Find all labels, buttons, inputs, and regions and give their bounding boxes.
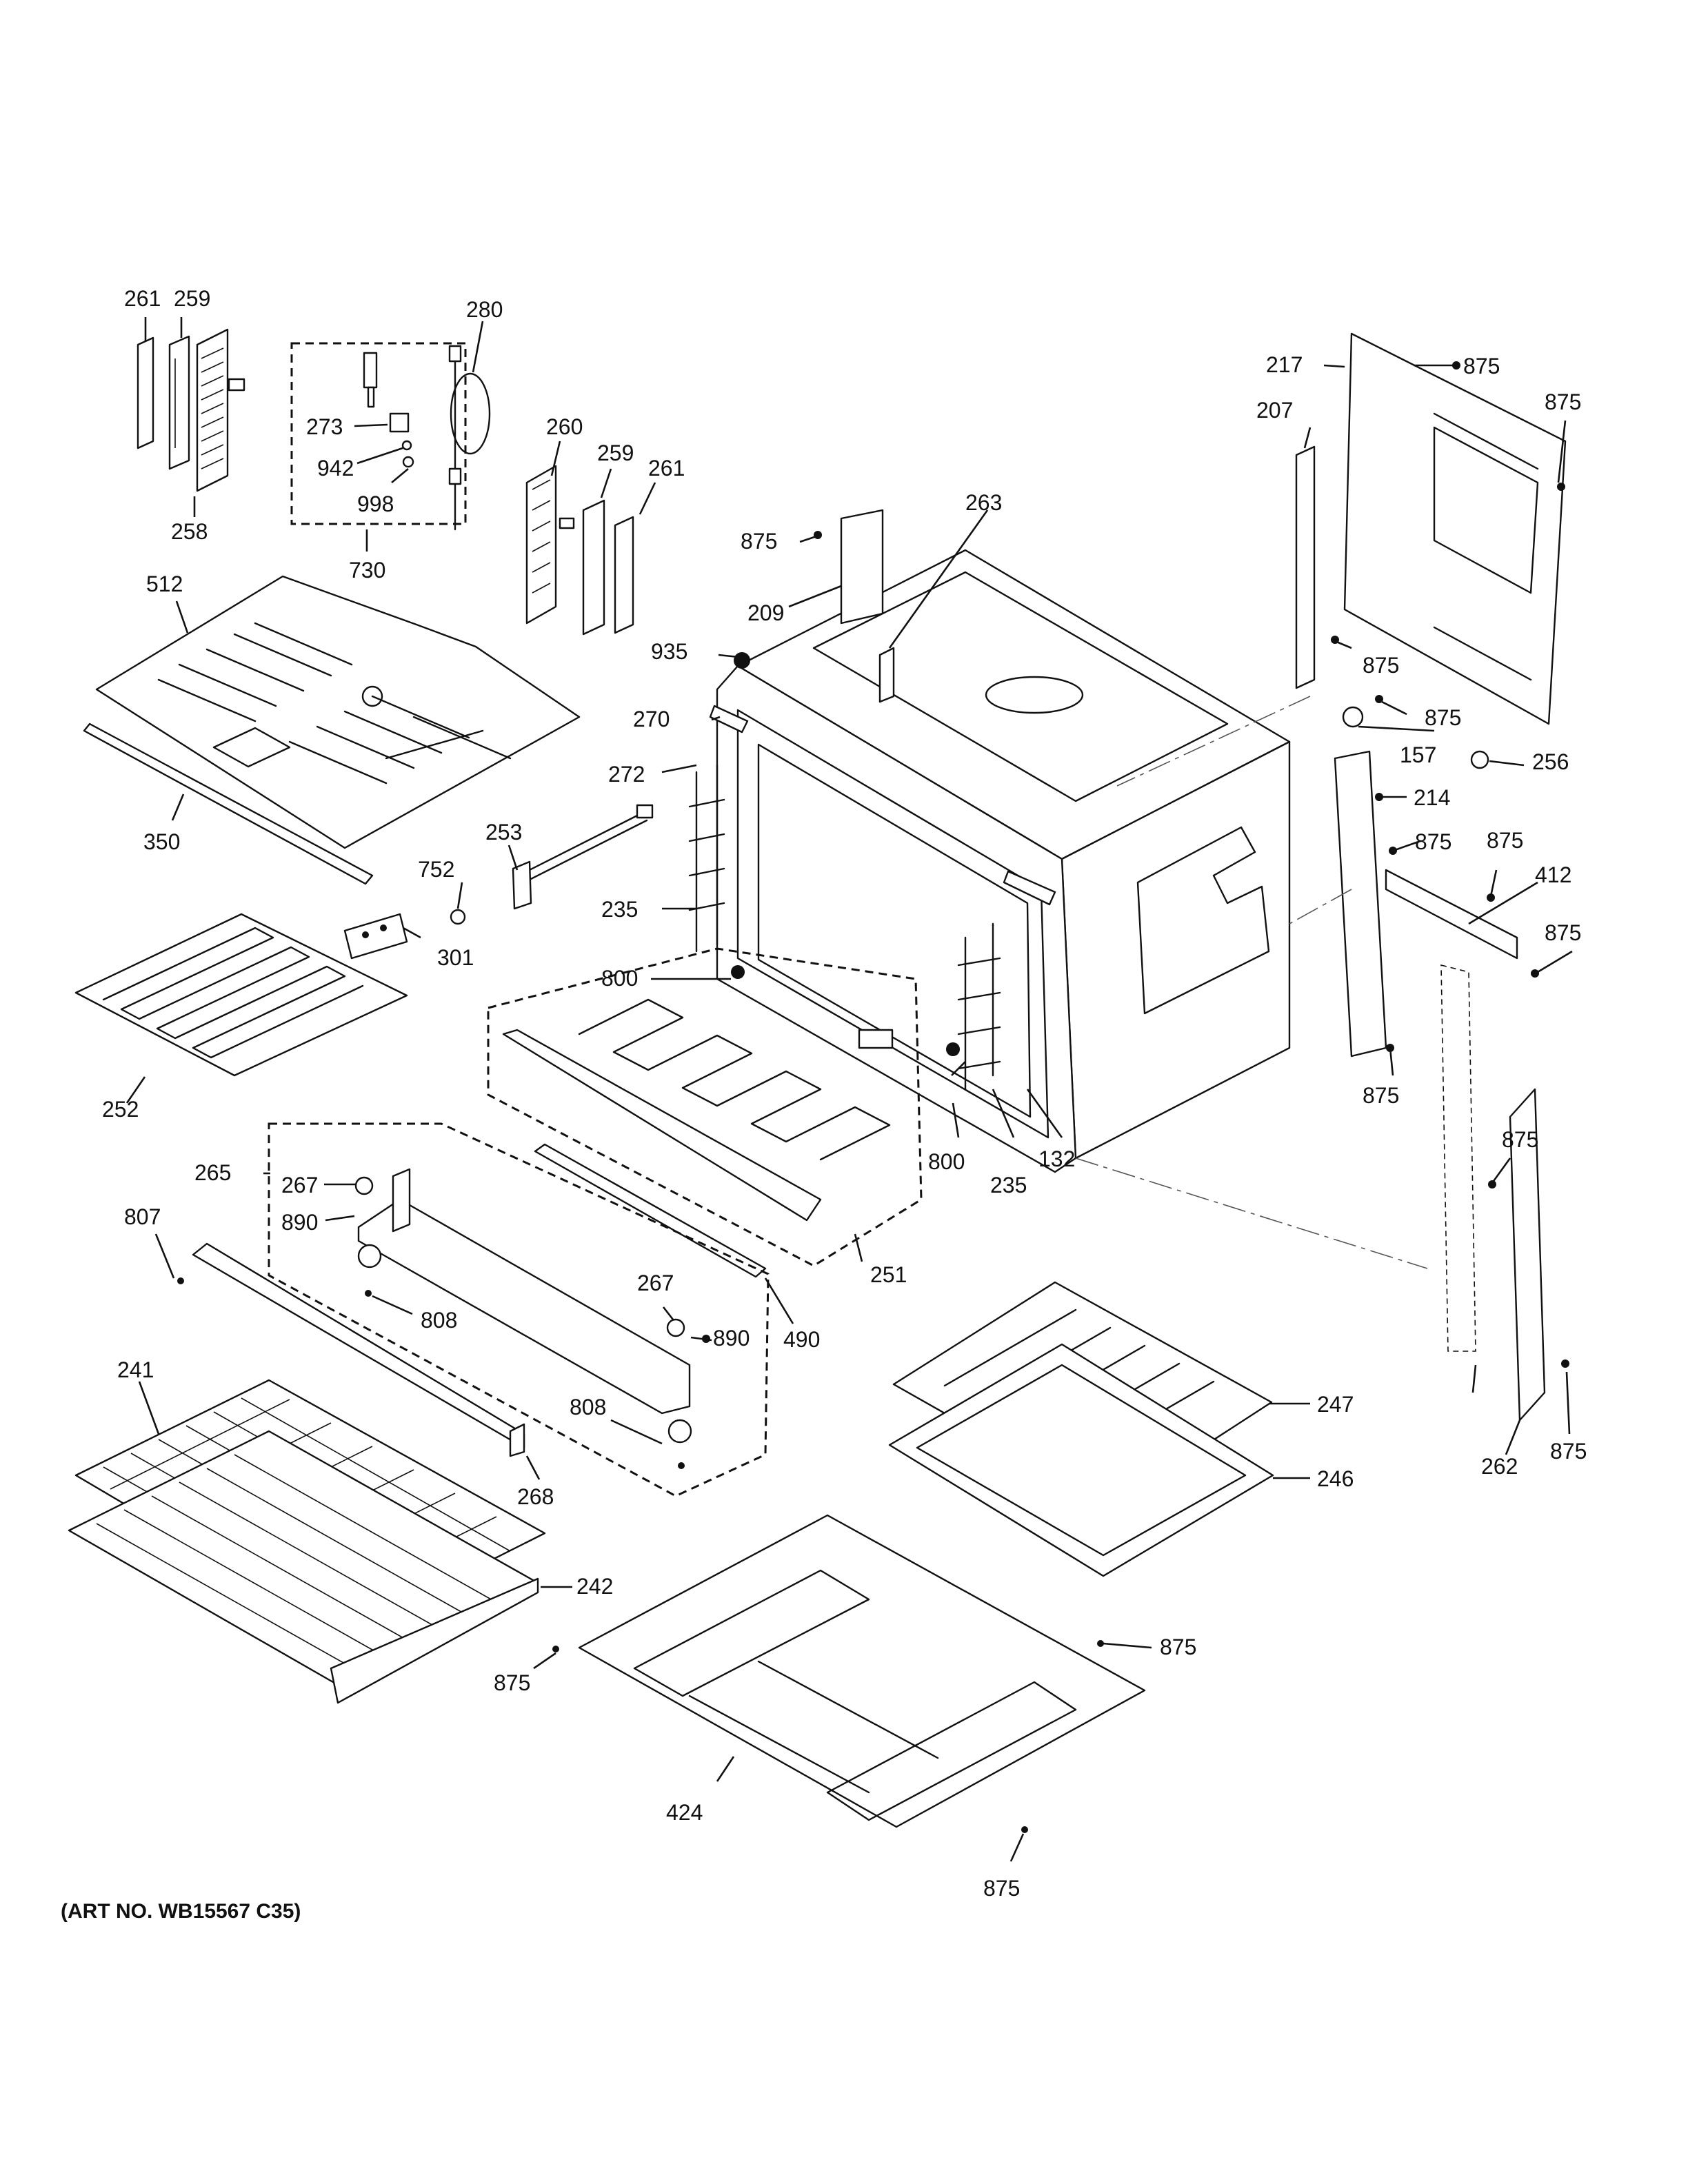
bracket-412 xyxy=(1385,869,1518,960)
callout-890-b: 890 xyxy=(713,1326,750,1351)
callout-875-m: 875 xyxy=(1160,1635,1196,1659)
callout-259-a: 259 xyxy=(174,286,210,311)
callout-253: 253 xyxy=(485,820,522,845)
callout-241: 241 xyxy=(117,1357,154,1382)
callout-268: 268 xyxy=(517,1484,554,1509)
sensor-kit xyxy=(363,352,414,468)
broiler-pan-icon xyxy=(888,1281,1274,1577)
callout-935: 935 xyxy=(651,639,687,664)
callout-490: 490 xyxy=(783,1327,820,1352)
callout-263: 263 xyxy=(965,490,1002,515)
callout-412: 412 xyxy=(1535,862,1571,887)
callout-808-b: 808 xyxy=(570,1395,606,1419)
callout-259-b: 259 xyxy=(597,441,634,465)
side-strip xyxy=(1295,445,1316,689)
art-number: (ART NO. WB15567 C35) xyxy=(61,1900,301,1923)
top-cover-panel xyxy=(95,575,581,849)
oven-cavity-icon xyxy=(688,509,1291,1173)
callout-267-a: 267 xyxy=(281,1173,318,1197)
callout-261-a: 261 xyxy=(124,286,161,311)
callout-875-j: 875 xyxy=(1363,1083,1399,1108)
callout-424: 424 xyxy=(666,1800,703,1825)
callout-730: 730 xyxy=(349,558,385,583)
callout-807: 807 xyxy=(124,1204,161,1229)
rack-support-rod xyxy=(192,1242,525,1457)
callout-270: 270 xyxy=(633,707,670,731)
callout-235-a: 235 xyxy=(601,897,638,922)
callout-207: 207 xyxy=(1256,398,1293,423)
callout-258: 258 xyxy=(171,519,208,544)
bake-element-icon xyxy=(502,998,894,1222)
callout-875-c: 875 xyxy=(741,529,777,554)
rack-icon xyxy=(68,1379,546,1704)
rear-panel xyxy=(1343,332,1567,725)
callout-875-e: 875 xyxy=(1425,705,1461,730)
callout-800-a: 800 xyxy=(601,966,638,991)
rail-262 xyxy=(1509,1088,1546,1422)
callout-875-a: 875 xyxy=(1463,354,1500,378)
callout-942: 942 xyxy=(317,456,354,481)
callout-267-b: 267 xyxy=(637,1271,674,1295)
callout-998: 998 xyxy=(357,492,394,516)
callout-251: 251 xyxy=(870,1262,907,1287)
callout-752: 752 xyxy=(418,857,454,882)
callout-875-i: 875 xyxy=(1502,1127,1538,1152)
callout-246: 246 xyxy=(1317,1466,1354,1491)
oven-sensor xyxy=(450,804,654,925)
callout-272: 272 xyxy=(608,762,645,787)
callout-875-b: 875 xyxy=(1545,390,1581,414)
callout-157: 157 xyxy=(1400,742,1436,767)
slide-rail-490 xyxy=(534,1143,767,1278)
temperature-probe xyxy=(448,345,491,531)
callout-875-f: 875 xyxy=(1415,829,1451,854)
bottom-tray xyxy=(578,1514,1146,1828)
callout-256: 256 xyxy=(1532,749,1569,774)
callout-875-d: 875 xyxy=(1363,653,1399,678)
vent-duct-left-group xyxy=(137,328,245,492)
callout-875-k: 875 xyxy=(1550,1439,1587,1464)
callout-247: 247 xyxy=(1317,1392,1354,1417)
callout-265: 265 xyxy=(194,1160,231,1185)
callout-875-h: 875 xyxy=(1545,920,1581,945)
callout-235-b: 235 xyxy=(990,1173,1027,1197)
callout-242: 242 xyxy=(576,1574,613,1599)
callout-261-b: 261 xyxy=(648,456,685,481)
callout-132: 132 xyxy=(1038,1146,1075,1171)
callout-214: 214 xyxy=(1414,785,1450,810)
broil-element-icon xyxy=(74,913,408,1077)
callout-875-n: 875 xyxy=(983,1876,1020,1901)
callout-350: 350 xyxy=(143,829,180,854)
trim-strip xyxy=(83,722,374,885)
callout-252: 252 xyxy=(102,1097,139,1122)
callout-260: 260 xyxy=(546,414,583,439)
callout-808-a: 808 xyxy=(421,1308,457,1333)
callout-217: 217 xyxy=(1266,352,1303,377)
callout-262: 262 xyxy=(1481,1454,1518,1479)
callout-301: 301 xyxy=(437,945,474,970)
callout-875-g: 875 xyxy=(1487,828,1523,853)
callout-512: 512 xyxy=(146,572,183,596)
callout-273: 273 xyxy=(306,414,343,439)
callout-209: 209 xyxy=(747,600,784,625)
callout-890-a: 890 xyxy=(281,1210,318,1235)
callout-280: 280 xyxy=(466,297,503,322)
callout-800-b: 800 xyxy=(928,1149,965,1174)
callout-875-l: 875 xyxy=(494,1670,530,1695)
rack-support-assembly xyxy=(354,1168,692,1444)
vent-duct-right-group xyxy=(525,465,634,636)
